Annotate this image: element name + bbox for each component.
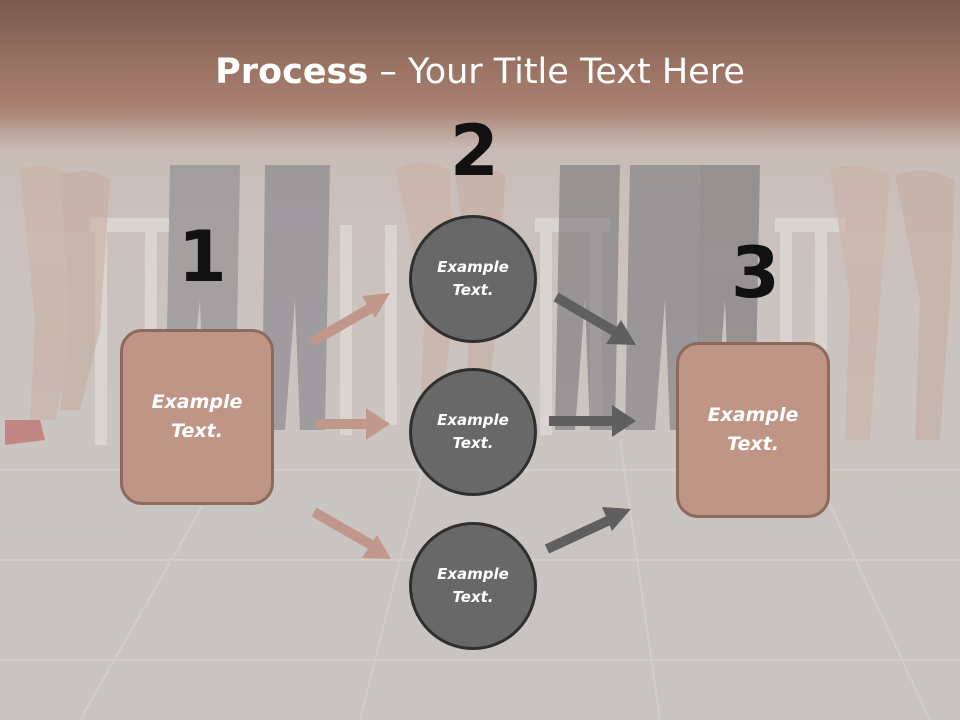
step-2-circle-bottom: Example Text. (409, 522, 537, 650)
circle-bottom-line2: Text. (452, 588, 494, 606)
left-arrows (309, 293, 391, 559)
step-1-box-text: Example Text. (152, 388, 243, 446)
circle-bottom-text: Example Text. (437, 563, 509, 609)
circle-top-text: Example Text. (437, 256, 509, 302)
step-2-circle-top: Example Text. (409, 215, 537, 343)
step-number-1: 1 (178, 216, 227, 298)
right-arrows (544, 292, 636, 554)
circle-middle-line2: Text. (452, 434, 494, 452)
circle-bottom-line1: Example (437, 565, 509, 583)
arrow-down-right-icon (553, 292, 636, 345)
step-2-circle-middle: Example Text. (409, 368, 537, 496)
step-number-2: 2 (450, 110, 499, 192)
arrow-right-icon (549, 405, 636, 437)
circle-middle-text: Example Text. (437, 409, 509, 455)
step-3-box-text: Example Text. (708, 401, 799, 459)
step-1-text-line2: Text. (171, 420, 223, 442)
circle-middle-line1: Example (437, 411, 509, 429)
arrow-up-right-icon (544, 507, 631, 554)
arrow-down-right-icon (311, 507, 391, 559)
arrow-right-icon (315, 408, 390, 440)
step-3-text-line1: Example (707, 404, 799, 426)
circle-top-line2: Text. (452, 281, 494, 299)
arrow-up-right-icon (309, 293, 390, 347)
circle-top-line1: Example (437, 258, 509, 276)
step-3-box: Example Text. (676, 342, 830, 518)
step-number-3: 3 (731, 232, 780, 314)
step-1-box: Example Text. (120, 329, 274, 505)
step-3-text-line2: Text. (727, 433, 779, 455)
title-rest: – Your Title Text Here (368, 52, 745, 92)
title-bold: Process (215, 52, 369, 92)
step-1-text-line1: Example (151, 391, 243, 413)
title-band (0, 0, 960, 150)
slide-title: Process – Your Title Text Here (0, 52, 960, 92)
